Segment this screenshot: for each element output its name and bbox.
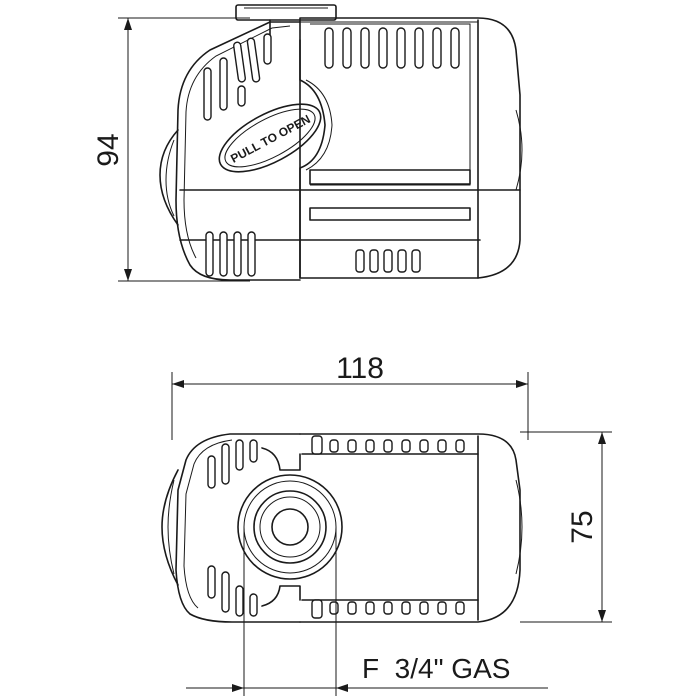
pump-body-side (179, 17, 523, 279)
height-label: 94 (92, 133, 125, 166)
length-label: 118 (336, 352, 384, 385)
side-view: 94 (92, 4, 523, 282)
length-dimension: 118 (171, 352, 529, 440)
pump-body-top (299, 433, 523, 623)
cover-vents-bottom (205, 231, 256, 277)
top-edge-vents (311, 435, 465, 455)
bottom-edge-vents (311, 599, 465, 619)
bottom-vents-side (355, 249, 421, 273)
cover-vents-top (203, 33, 272, 121)
top-view: 118 75 (161, 352, 612, 696)
front-cover-top (161, 433, 301, 623)
outlet-label: F 3/4" GAS (362, 653, 510, 684)
outlet-dimension: F 3/4" GAS (186, 527, 548, 696)
cover-vents-top-view (207, 439, 258, 617)
outlet-port-top (237, 474, 343, 580)
width-dimension: 75 (520, 431, 612, 623)
front-cover-side (159, 21, 333, 281)
height-dimension: 94 (92, 17, 250, 282)
width-label: 75 (566, 510, 599, 543)
top-vents-side (324, 27, 460, 69)
